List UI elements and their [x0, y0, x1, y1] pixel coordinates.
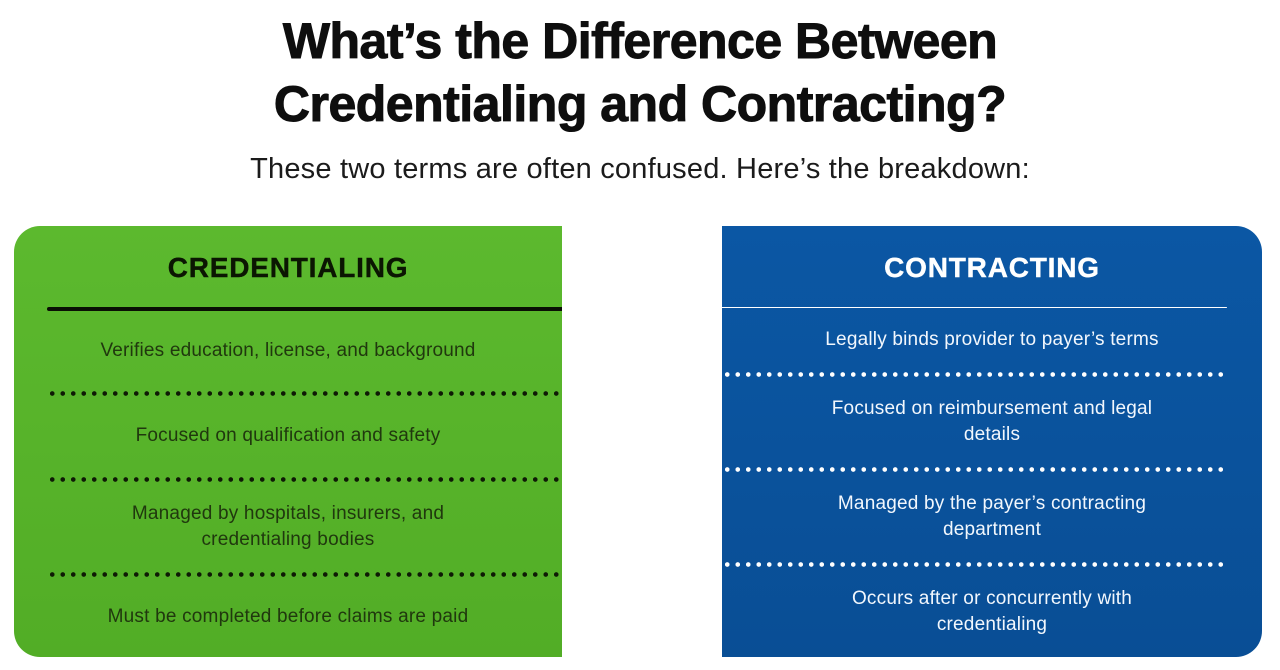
card-row: Focused on qualification and safety — [14, 396, 562, 476]
credentialing-card-title: CREDENTIALING — [167, 252, 409, 283]
card-row: Managed by hospitals, insurers, and cred… — [14, 482, 562, 572]
card-row: Must be completed before claims are paid — [14, 577, 562, 657]
contracting-title-underline — [722, 307, 1227, 308]
card-row: Managed by the payer’s contracting depar… — [722, 472, 1262, 562]
contracting-item-1: Legally binds provider to payer’s terms — [825, 329, 1159, 350]
card-row: Legally binds provider to payer’s terms — [722, 308, 1262, 372]
credentialing-card-body: Verifies education, license, and backgro… — [14, 311, 562, 657]
contracting-card-title: CONTRACTING — [884, 252, 1100, 283]
contracting-item-4: Occurs after or concurrently with creden… — [851, 588, 1133, 635]
credentialing-item-3: Managed by hospitals, insurers, and cred… — [131, 502, 445, 550]
contracting-item-3: Managed by the payer’s contracting depar… — [837, 493, 1147, 540]
dotted-divider — [47, 571, 562, 577]
page-header: What’s the Difference Between Credential… — [0, 10, 1280, 186]
page-title-line-2: Credentialing and Contracting? — [273, 76, 1007, 133]
page-title: What’s the Difference Between Credential… — [40, 10, 1240, 136]
credentialing-title-underline — [47, 307, 562, 311]
credentialing-card: CREDENTIALING Verifies education, licens… — [14, 226, 562, 657]
dotted-divider — [47, 391, 562, 397]
credentialing-item-4: Must be completed before claims are paid — [107, 605, 469, 627]
dotted-divider — [722, 562, 1227, 567]
card-row: Verifies education, license, and backgro… — [14, 311, 562, 391]
contracting-card: CONTRACTING Legally binds provider to pa… — [722, 226, 1262, 657]
credentialing-item-2: Focused on qualification and safety — [135, 425, 441, 447]
contracting-item-2: Focused on reimbursement and legal detai… — [831, 398, 1153, 445]
contracting-card-body: Legally binds provider to payer’s terms … — [722, 308, 1262, 657]
card-row: Occurs after or concurrently with creden… — [722, 567, 1262, 657]
page-title-line-1: What’s the Difference Between — [282, 13, 998, 70]
page-subtitle: These two terms are often confused. Here… — [250, 153, 1030, 185]
card-row: Focused on reimbursement and legal detai… — [722, 377, 1262, 467]
dotted-divider — [722, 467, 1227, 472]
dotted-divider — [47, 476, 562, 482]
credentialing-item-1: Verifies education, license, and backgro… — [100, 340, 476, 362]
dotted-divider — [722, 372, 1227, 377]
